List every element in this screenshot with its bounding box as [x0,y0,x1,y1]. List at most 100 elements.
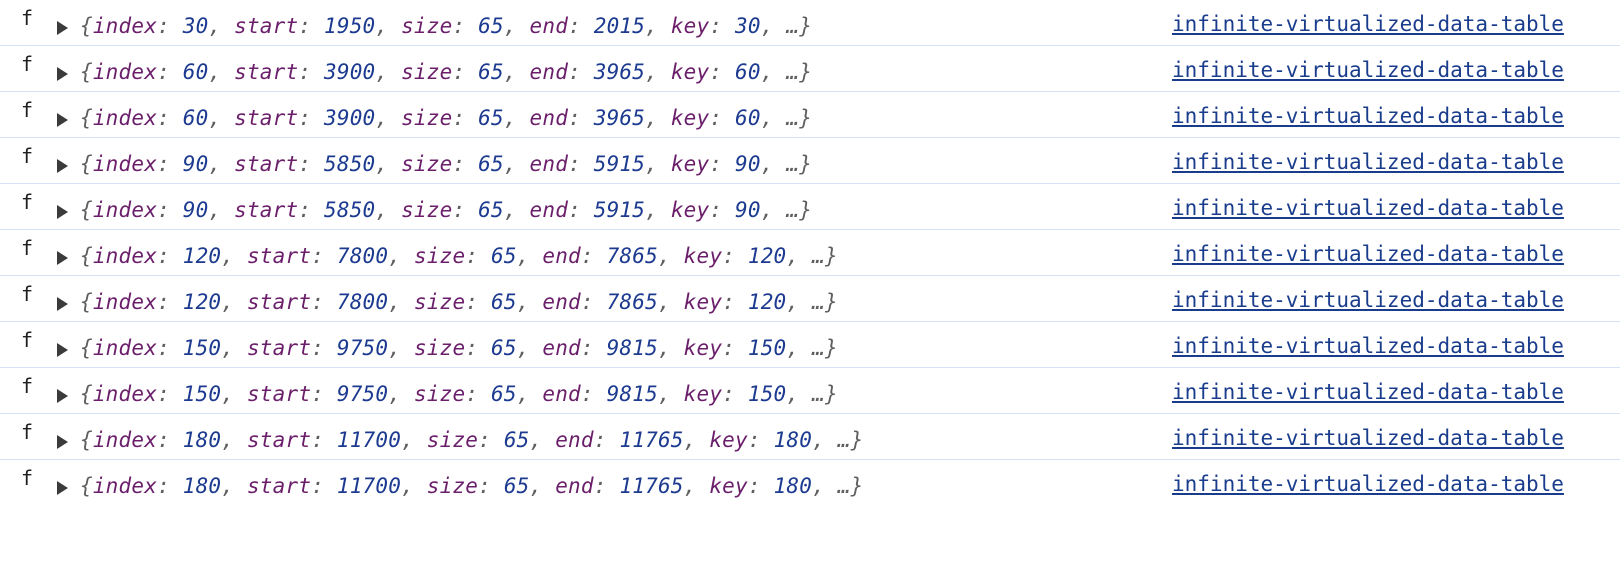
object-preview[interactable]: {index: 60, start: 3900, size: 65, end: … [80,106,813,130]
source-link[interactable]: infinite-virtualized-data-table [1172,242,1564,266]
log-prefix: f [21,374,34,398]
prop-value: 7800 [336,290,389,314]
prop-key: key [683,244,723,268]
prop-key: index [92,106,158,130]
prop-value: 30 [735,14,761,38]
prop-key: key [670,14,710,38]
prop-key: size [413,244,466,268]
log-prefix: f [21,52,34,76]
ellipsis: … [786,14,800,38]
prop-key: end [542,244,581,268]
prop-key: key [670,152,710,176]
object-preview[interactable]: {index: 90, start: 5850, size: 65, end: … [80,198,813,222]
prop-key: index [92,14,158,38]
source-link[interactable]: infinite-virtualized-data-table [1172,150,1564,174]
object-preview[interactable]: {index: 180, start: 11700, size: 65, end… [80,474,864,498]
expand-triangle-icon[interactable] [57,435,68,449]
prop-key: key [670,60,710,84]
log-entry: f {index: 60, start: 3900, size: 65, end… [0,46,1620,92]
prop-key: start [246,382,312,406]
object-preview[interactable]: {index: 60, start: 3900, size: 65, end: … [80,60,813,84]
expand-triangle-icon[interactable] [57,251,68,265]
log-entry: f {index: 120, start: 7800, size: 65, en… [0,230,1620,276]
prop-value: 65 [503,474,530,498]
prop-key: end [542,382,581,406]
prop-value: 3900 [324,106,376,130]
prop-value: 120 [182,290,222,314]
expand-triangle-icon[interactable] [57,205,68,219]
prop-key: end [542,336,581,360]
object-preview[interactable]: {index: 120, start: 7800, size: 65, end:… [80,290,838,314]
object-preview[interactable]: {index: 90, start: 5850, size: 65, end: … [80,152,813,176]
source-link[interactable]: infinite-virtualized-data-table [1172,334,1564,358]
object-preview[interactable]: {index: 180, start: 11700, size: 65, end… [80,428,864,452]
expand-triangle-icon[interactable] [57,481,68,495]
prop-value: 65 [478,198,504,222]
prop-key: size [401,60,453,84]
log-prefix: f [21,6,34,30]
prop-value: 11765 [619,428,684,452]
prop-key: index [92,290,158,314]
log-entry: f {index: 150, start: 9750, size: 65, en… [0,322,1620,368]
expand-triangle-icon[interactable] [57,159,68,173]
object-preview[interactable]: {index: 150, start: 9750, size: 65, end:… [80,336,838,360]
prop-key: end [529,60,569,84]
log-prefix: f [21,420,34,444]
source-link[interactable]: infinite-virtualized-data-table [1172,426,1564,450]
prop-value: 5850 [324,152,376,176]
ellipsis: … [812,290,825,314]
prop-key: size [426,428,479,452]
prop-key: end [529,198,569,222]
expand-triangle-icon[interactable] [57,297,68,311]
ellipsis: … [786,152,800,176]
prop-value: 60 [182,60,209,84]
log-entry: f {index: 180, start: 11700, size: 65, e… [0,460,1620,506]
source-link[interactable]: infinite-virtualized-data-table [1172,104,1564,128]
prop-key: index [92,474,158,498]
prop-value: 65 [503,428,530,452]
prop-key: key [683,290,723,314]
prop-key: end [529,152,569,176]
prop-value: 65 [491,382,517,406]
object-preview[interactable]: {index: 150, start: 9750, size: 65, end:… [80,382,838,406]
expand-triangle-icon[interactable] [57,343,68,357]
prop-value: 90 [182,152,209,176]
source-link[interactable]: infinite-virtualized-data-table [1172,288,1564,312]
source-link[interactable]: infinite-virtualized-data-table [1172,12,1564,36]
ellipsis: … [786,60,800,84]
prop-value: 1950 [324,14,376,38]
prop-key: index [92,428,158,452]
log-entry: f {index: 150, start: 9750, size: 65, en… [0,368,1620,414]
prop-key: index [92,60,158,84]
expand-triangle-icon[interactable] [57,21,68,35]
prop-key: key [670,198,710,222]
ellipsis: … [786,198,800,222]
prop-value: 11700 [336,474,402,498]
prop-value: 65 [478,106,504,130]
object-preview[interactable]: {index: 120, start: 7800, size: 65, end:… [80,244,838,268]
prop-value: 3965 [593,60,646,84]
source-link[interactable]: infinite-virtualized-data-table [1172,472,1564,496]
prop-key: key [670,106,710,130]
expand-triangle-icon[interactable] [57,389,68,403]
prop-key: size [401,152,453,176]
prop-key: end [555,428,594,452]
source-link[interactable]: infinite-virtualized-data-table [1172,58,1564,82]
log-entry: f {index: 120, start: 7800, size: 65, en… [0,276,1620,322]
log-entry: f {index: 90, start: 5850, size: 65, end… [0,138,1620,184]
prop-key: key [709,428,748,452]
expand-triangle-icon[interactable] [57,113,68,127]
prop-key: end [542,290,581,314]
prop-value: 3900 [324,60,376,84]
prop-key: start [234,14,299,38]
prop-key: size [401,14,453,38]
source-link[interactable]: infinite-virtualized-data-table [1172,380,1564,404]
prop-value: 65 [491,244,517,268]
object-preview[interactable]: {index: 30, start: 1950, size: 65, end: … [80,14,813,38]
source-link[interactable]: infinite-virtualized-data-table [1172,196,1564,220]
expand-triangle-icon[interactable] [57,67,68,81]
log-prefix: f [21,190,34,214]
prop-value: 150 [182,336,222,360]
prop-key: size [413,336,466,360]
